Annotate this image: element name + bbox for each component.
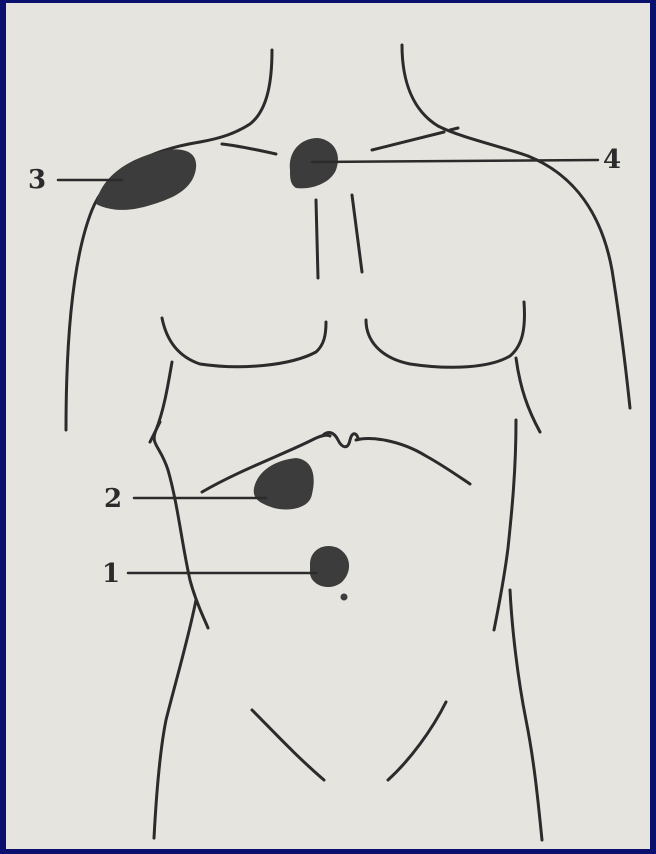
left-torso-side-line bbox=[154, 362, 208, 628]
marker-label-3: 3 bbox=[28, 167, 46, 193]
leader-line-4 bbox=[312, 160, 598, 162]
right-shoulder-arm-outline bbox=[528, 156, 630, 408]
left-pectoral-line bbox=[162, 318, 326, 367]
neck-left-line bbox=[200, 50, 272, 142]
marker-label-4: 4 bbox=[603, 147, 621, 173]
sternum-right-line bbox=[352, 195, 362, 272]
left-clavicle-line bbox=[222, 144, 276, 154]
lesion-1-umbilical bbox=[310, 546, 349, 587]
lesion-1-dot bbox=[341, 594, 348, 601]
sternum-left-line bbox=[316, 200, 318, 278]
marker-label-1: 1 bbox=[102, 561, 120, 587]
neck-right-line bbox=[402, 45, 528, 156]
right-pectoral-line bbox=[366, 302, 524, 367]
right-clavicle-tick bbox=[450, 128, 458, 130]
right-waist-line bbox=[494, 420, 516, 630]
right-inguinal-line bbox=[388, 702, 446, 780]
right-torso-side-line bbox=[516, 358, 540, 432]
marker-label-2: 2 bbox=[104, 486, 122, 512]
lesion-2-epigastric bbox=[254, 458, 314, 509]
left-inguinal-line bbox=[252, 710, 324, 780]
left-hip-line bbox=[154, 600, 196, 838]
right-rib-margin-line bbox=[356, 439, 470, 484]
right-clavicle-line bbox=[372, 132, 444, 150]
right-hip-line bbox=[510, 590, 542, 840]
